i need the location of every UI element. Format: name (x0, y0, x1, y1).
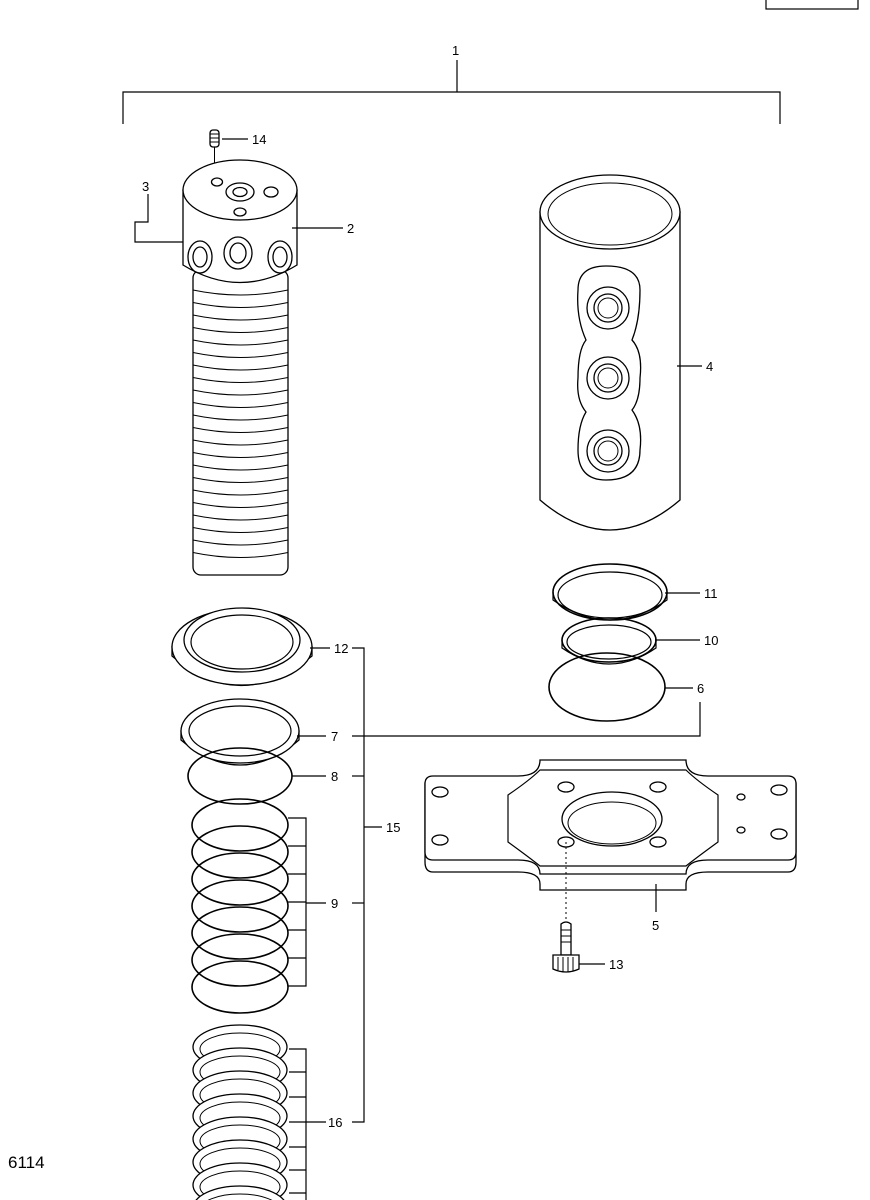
port-bracket-3 (134, 194, 183, 243)
label-6: 6 (697, 681, 704, 696)
seal-ring-10 (561, 617, 700, 665)
shaft-groove (192, 377, 289, 383)
label-1: 1 (452, 43, 459, 58)
label-13: 13 (609, 957, 623, 972)
shaft-groove (192, 464, 289, 471)
shaft-groove (192, 439, 289, 446)
label-2: 2 (347, 221, 354, 236)
ring-stack-9 (191, 798, 326, 1014)
shaft-groove (192, 527, 289, 533)
label-10: 10 (704, 633, 718, 648)
shaft-groove (192, 514, 289, 521)
packing-ring-inner (199, 1170, 281, 1200)
set-screw-14 (209, 129, 248, 170)
shaft-groove (192, 427, 289, 433)
label-14: 14 (252, 132, 266, 147)
bolt-13 (552, 842, 605, 973)
shaft-groove (192, 502, 289, 508)
shaft-groove (192, 452, 289, 458)
label-16: 16 (328, 1115, 342, 1130)
shaft-groove (192, 539, 289, 546)
shaft-groove (192, 352, 289, 358)
label-5: 5 (652, 918, 659, 933)
shaft-body-2 (182, 159, 343, 576)
label-9: 9 (331, 896, 338, 911)
seal-ring-7 (180, 698, 326, 766)
shaft-groove (192, 402, 289, 408)
o-ring-8 (187, 747, 326, 805)
label-8: 8 (331, 769, 338, 784)
label-4: 4 (706, 359, 713, 374)
label-7: 7 (331, 729, 338, 744)
label-3: 3 (142, 179, 149, 194)
shaft-groove (192, 289, 289, 296)
housing-4 (539, 174, 702, 531)
shaft-groove (192, 489, 289, 496)
o-ring-6 (548, 652, 693, 722)
shaft-groove (192, 414, 289, 421)
shaft-groove (192, 339, 289, 346)
packing-stack-16 (192, 1024, 326, 1200)
figure-number: 6114 (8, 1153, 45, 1172)
label-11: 11 (704, 586, 718, 601)
shaft-groove (192, 364, 289, 371)
corner-frame (765, 0, 859, 10)
shaft-groove (192, 389, 289, 396)
group-bracket-15 (352, 647, 701, 1123)
shaft-groove (192, 327, 289, 333)
label-15: 15 (386, 820, 400, 835)
packing-ring-inner (207, 1193, 273, 1200)
flange-ring-12 (171, 607, 330, 686)
seal-ring-11 (552, 563, 700, 621)
mounting-plate-5 (424, 759, 797, 912)
shaft-groove (192, 552, 289, 558)
shaft-groove (192, 314, 289, 321)
assembly-bracket (122, 60, 781, 124)
shaft-groove (192, 477, 289, 483)
shaft-groove (192, 302, 289, 308)
label-12: 12 (334, 641, 348, 656)
